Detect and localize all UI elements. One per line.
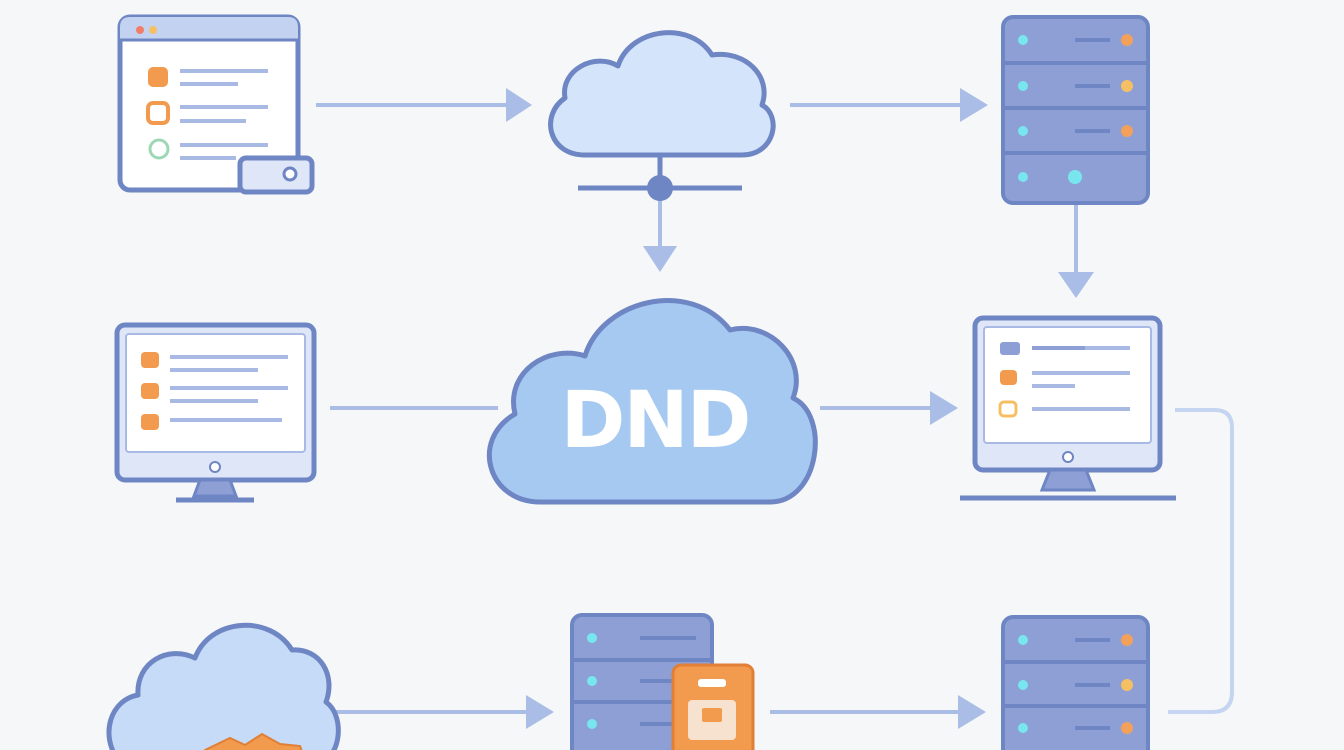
connectors — [316, 88, 1234, 729]
connector-monitor-to-bottom-server — [1168, 408, 1234, 714]
central-cloud-label: DND — [561, 376, 750, 466]
central-cloud-icon: DND — [486, 298, 818, 505]
orange-badge-icon — [671, 663, 755, 750]
arrow-app-to-cloud-head — [506, 88, 532, 122]
arrow-server-down-head — [1058, 272, 1094, 298]
server-rack-icon — [1001, 615, 1150, 750]
cloud-network-icon — [548, 30, 776, 201]
arrow-cloud-to-server-head — [960, 88, 988, 122]
arrow-cloud-to-monitor-head — [930, 391, 958, 425]
cloud-icon — [106, 622, 341, 750]
desktop-monitor-icon — [114, 322, 317, 503]
arrow-server-to-server-head — [958, 695, 986, 729]
server-rack-icon — [1001, 15, 1150, 205]
arrow-bottomcloud-to-server-head — [526, 695, 554, 729]
desktop-monitor-icon — [960, 315, 1176, 501]
app-window-icon — [117, 14, 315, 195]
arrow-cloud-down-head — [643, 246, 677, 272]
